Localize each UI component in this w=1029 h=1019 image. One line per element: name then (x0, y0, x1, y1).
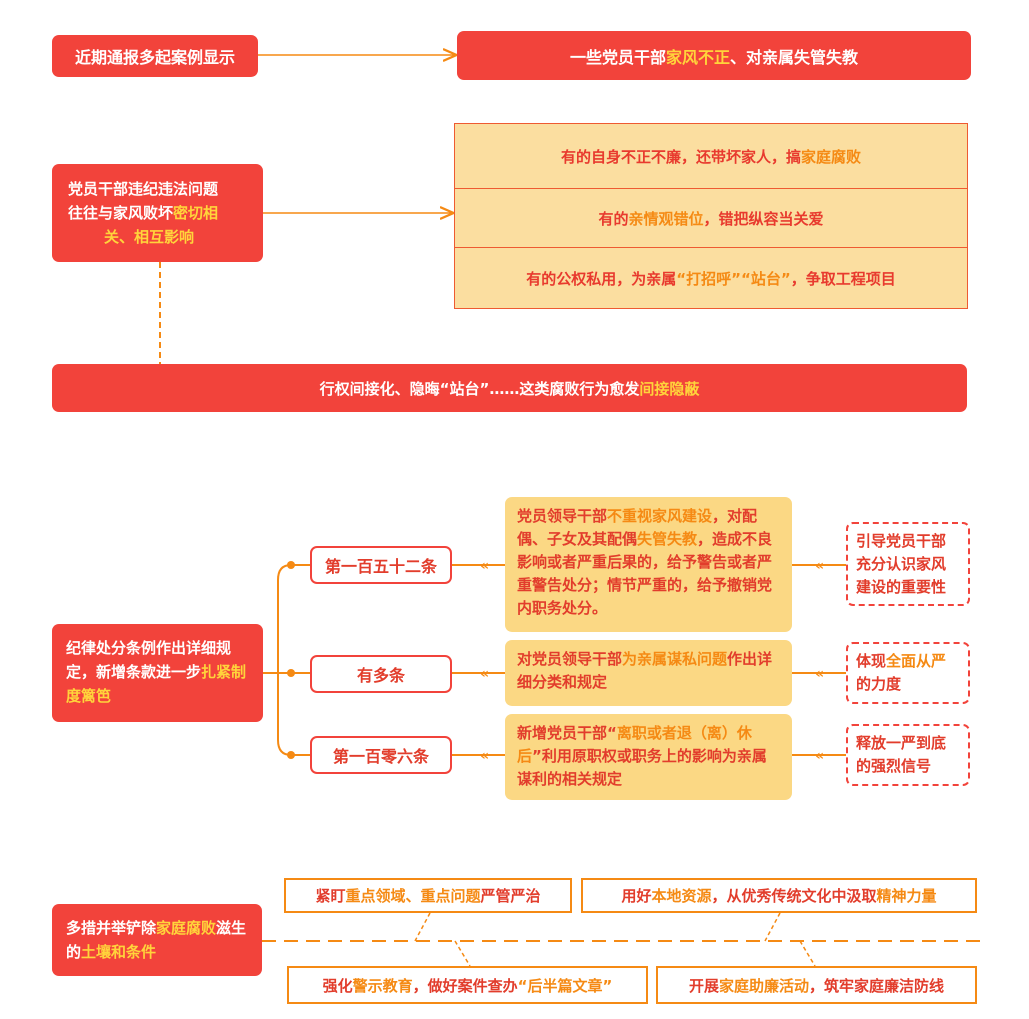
problem-row: 有的亲情观错位，错把纵容当关爱 (454, 188, 968, 248)
article-multiple-desc: 对党员领导干部为亲属谋私问题作出详细分类和规定 (505, 640, 792, 706)
bracket (277, 564, 292, 756)
problem-rows: 有的自身不正不廉，还带坏家人，搞家庭腐败 有的亲情观错位，错把纵容当关爱 有的公… (454, 123, 968, 309)
effect-1: 引导党员干部充分认识家风建设的重要性 (846, 522, 970, 606)
svg-text:«: « (815, 666, 824, 682)
measure-4: 开展家庭助廉活动，筑牢家庭廉洁防线 (656, 966, 977, 1004)
measure-2: 用好本地资源，从优秀传统文化中汲取精神力量 (581, 878, 977, 913)
article-152-desc: 党员领导干部不重视家风建设，对配偶、子女及其配偶失管失教，造成不良影响或者严重后… (505, 497, 792, 632)
regulation-box: 纪律处分条例作出详细规定，新增条款进一步扎紧制度篱笆 (52, 624, 263, 722)
svg-text:«: « (480, 748, 489, 764)
effect-3: 释放一严到底的强烈信号 (846, 724, 970, 786)
problem-row: 有的公权私用，为亲属“打招呼”“站台”，争取工程项目 (454, 247, 968, 309)
problem-row: 有的自身不正不廉，还带坏家人，搞家庭腐败 (454, 123, 968, 189)
svg-text:«: « (815, 748, 824, 764)
article-106-desc: 新增党员干部“离职或者退（离）休后”利用原职权或职务上的影响为亲属谋利的相关规定 (505, 714, 792, 800)
svg-text:«: « (480, 558, 489, 574)
measure-1: 紧盯重点领域、重点问题严管严治 (284, 878, 572, 913)
cases-text: 近期通报多起案例显示 (74, 48, 235, 67)
article-152: 第一百五十二条 (310, 546, 452, 584)
measures-box: 多措并举铲除家庭腐败滋生的土壤和条件 (52, 904, 262, 976)
family-style-box: 一些党员干部家风不正、对亲属失管失教 (457, 31, 971, 80)
indirect-banner: 行权间接化、隐晦“站台”……这类腐败行为愈发间接隐蔽 (52, 364, 967, 412)
problem-box: 党员干部违纪违法问题 往往与家风败坏密切相 关、相互影响 (52, 164, 263, 262)
svg-text:«: « (480, 666, 489, 682)
cases-box: 近期通报多起案例显示 (52, 35, 258, 77)
family-style-text: 一些党员干部家风不正、对亲属失管失教 (569, 47, 859, 67)
effect-2: 体现全面从严的力度 (846, 642, 970, 704)
article-multiple: 有多条 (310, 655, 452, 693)
measure-3: 强化警示教育，做好案件查办“后半篇文章” (287, 966, 648, 1004)
svg-text:«: « (815, 558, 824, 574)
article-106: 第一百零六条 (310, 736, 452, 774)
